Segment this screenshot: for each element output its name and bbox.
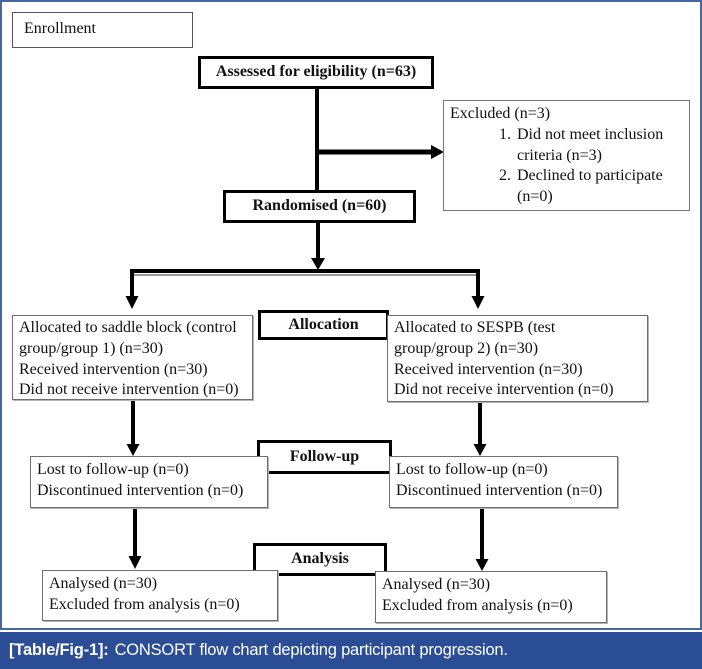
arrow-split-left-head [125, 296, 139, 309]
box-line: Discontinued intervention (n=0) [37, 481, 244, 499]
arrow-to-excluded-head [431, 145, 444, 159]
arrow-follow-to-analysis-right-head [475, 559, 489, 571]
box-line: Did not receive intervention (n=0) [394, 381, 614, 399]
excluded-list: Did not meet inclusion criteria (n=3) De… [450, 125, 683, 208]
randomised-box: Randomised (n=60) [223, 190, 416, 223]
box-line: Excluded from analysis (n=0) [49, 595, 240, 613]
box-line: Lost to follow-up (n=0) [37, 461, 189, 478]
followup-right-box: Lost to follow-up (n=0) Discontinued int… [389, 456, 618, 508]
assessed-box: Assessed for eligibility (n=63) [198, 56, 434, 89]
caption-bar: [Table/Fig-1]: CONSORT flow chart depict… [0, 632, 702, 669]
allocation-right-box: Allocated to SESPB (test group/group 2) … [387, 315, 648, 402]
box-line: group/group 1) (n=30) [19, 339, 164, 357]
excluded-item: Declined to participate (n=0) [515, 166, 683, 208]
box-line: Allocated to saddle block (control [19, 319, 237, 336]
arrow-split-right-head [471, 296, 485, 309]
box-line: Did not receive intervention (n=0) [19, 381, 239, 399]
analysis-stage-text: Analysis [291, 550, 349, 568]
box-line: Analysed (n=30) [382, 576, 491, 593]
allocation-stage-text: Allocation [288, 315, 359, 333]
caption-tag: [Table/Fig-1]: [9, 641, 109, 659]
box-line: Excluded from analysis (n=0) [382, 596, 573, 614]
allocation-stage-label: Allocation [258, 310, 389, 340]
followup-left-box: Lost to follow-up (n=0) Discontinued int… [30, 456, 268, 508]
arrow-randomised-to-split-head [311, 258, 325, 270]
assessed-label: Assessed for eligibility (n=63) [215, 63, 417, 81]
box-line: Allocated to SESPB (test [394, 319, 556, 336]
analysis-left-box: Analysed (n=30) Excluded from analysis (… [42, 570, 278, 621]
excluded-item: Did not meet inclusion criteria (n=3) [515, 125, 683, 167]
box-line: Analysed (n=30) [49, 575, 158, 592]
arrow-alloc-to-follow-left-head [126, 444, 140, 456]
caption-text: CONSORT flow chart depicting participant… [114, 641, 508, 659]
arrow-follow-to-analysis-left-head [128, 556, 142, 569]
excluded-box: Excluded (n=3) Did not meet inclusion cr… [443, 100, 690, 211]
analysis-right-box: Analysed (n=30) Excluded from analysis (… [375, 571, 607, 623]
followup-stage-label: Follow-up [257, 440, 392, 474]
box-line: group/group 2) (n=30) [394, 339, 539, 357]
box-line: Lost to follow-up (n=0) [396, 461, 548, 478]
box-line: Received intervention (n=30) [394, 360, 583, 378]
arrow-alloc-to-follow-right-head [473, 444, 487, 456]
box-line: Received intervention (n=30) [19, 360, 208, 378]
allocation-left-box: Allocated to saddle block (control group… [12, 315, 253, 400]
randomised-label: Randomised (n=60) [252, 197, 387, 215]
enrollment-label: Enrollment [24, 20, 96, 37]
box-line: Discontinued intervention (n=0) [396, 481, 603, 499]
followup-stage-text: Follow-up [289, 447, 360, 465]
excluded-title: Excluded (n=3) [450, 105, 551, 122]
enrollment-box: Enrollment [12, 12, 193, 48]
